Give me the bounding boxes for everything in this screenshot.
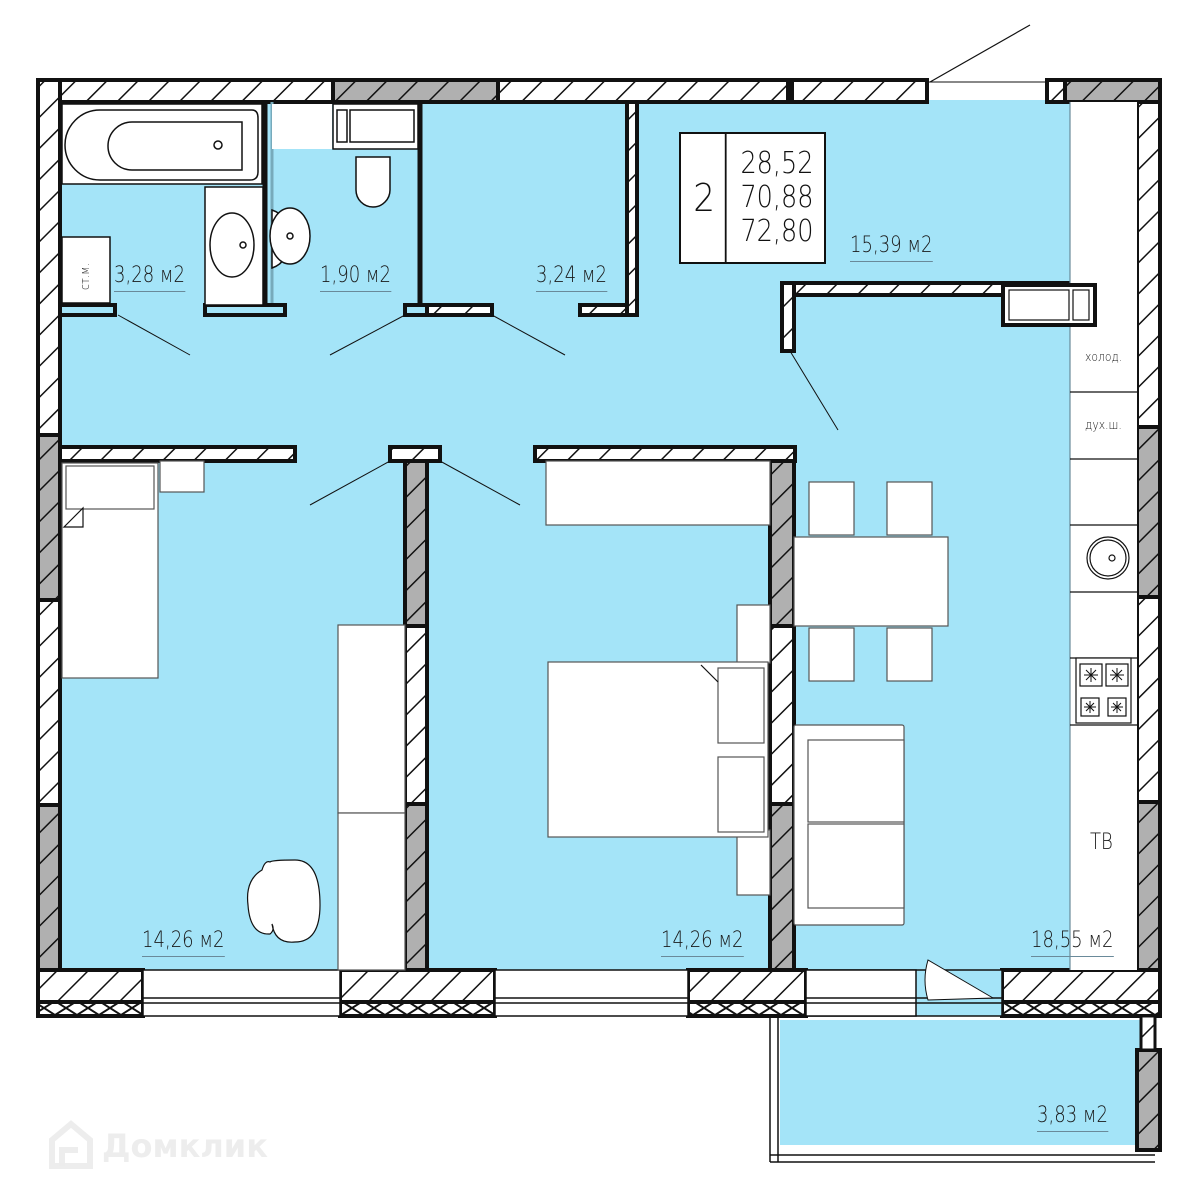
sofa [793,724,905,926]
balcony-area: 3,83 м2 [1037,1103,1108,1132]
watermark-text: Домклик [102,1127,268,1165]
washing-machine-label: ст.м. [78,263,92,290]
kitchen-counter [1001,102,1137,970]
storage-area: 3,24 м2 [536,263,607,292]
washing-machine [61,236,111,304]
toilet-fixtures [269,103,419,270]
total-area-with-balcony: 72,80 [739,214,813,249]
hallway-area: 15,39 м2 [850,233,933,262]
living-area: 28,52 [739,146,813,181]
domclick-watermark: Домклик [48,1120,268,1172]
house-logo-icon [49,1120,93,1169]
bathtub [61,103,263,185]
bedroom-right-area: 14,26 м2 [661,928,744,957]
oven-label: дух.ш. [1085,418,1122,432]
tv-label: ТВ [1090,830,1113,855]
bedroom-left-area: 14,26 м2 [142,928,225,957]
dining-set [793,481,949,682]
door-swings [117,314,839,506]
total-area: 70,88 [739,180,813,215]
fridge-label: холод. [1085,350,1123,364]
kitchen-living-area: 18,55 м2 [1031,928,1114,957]
toilet-area: 1,90 м2 [320,263,391,292]
burner-stars [1084,668,1124,713]
balcony-frame [769,1014,1162,1163]
bathroom-area: 3,28 м2 [114,263,185,292]
bathroom-sink-counter [204,186,264,306]
apartment-summary: 2 28,52 70,88 72,80 [679,132,826,264]
bedroom-right-furniture [545,460,771,896]
windows [142,24,1047,1017]
bedroom-left-furniture [61,460,406,971]
area-values: 28,52 70,88 72,80 [729,134,824,262]
rooms-count: 2 [683,134,727,262]
